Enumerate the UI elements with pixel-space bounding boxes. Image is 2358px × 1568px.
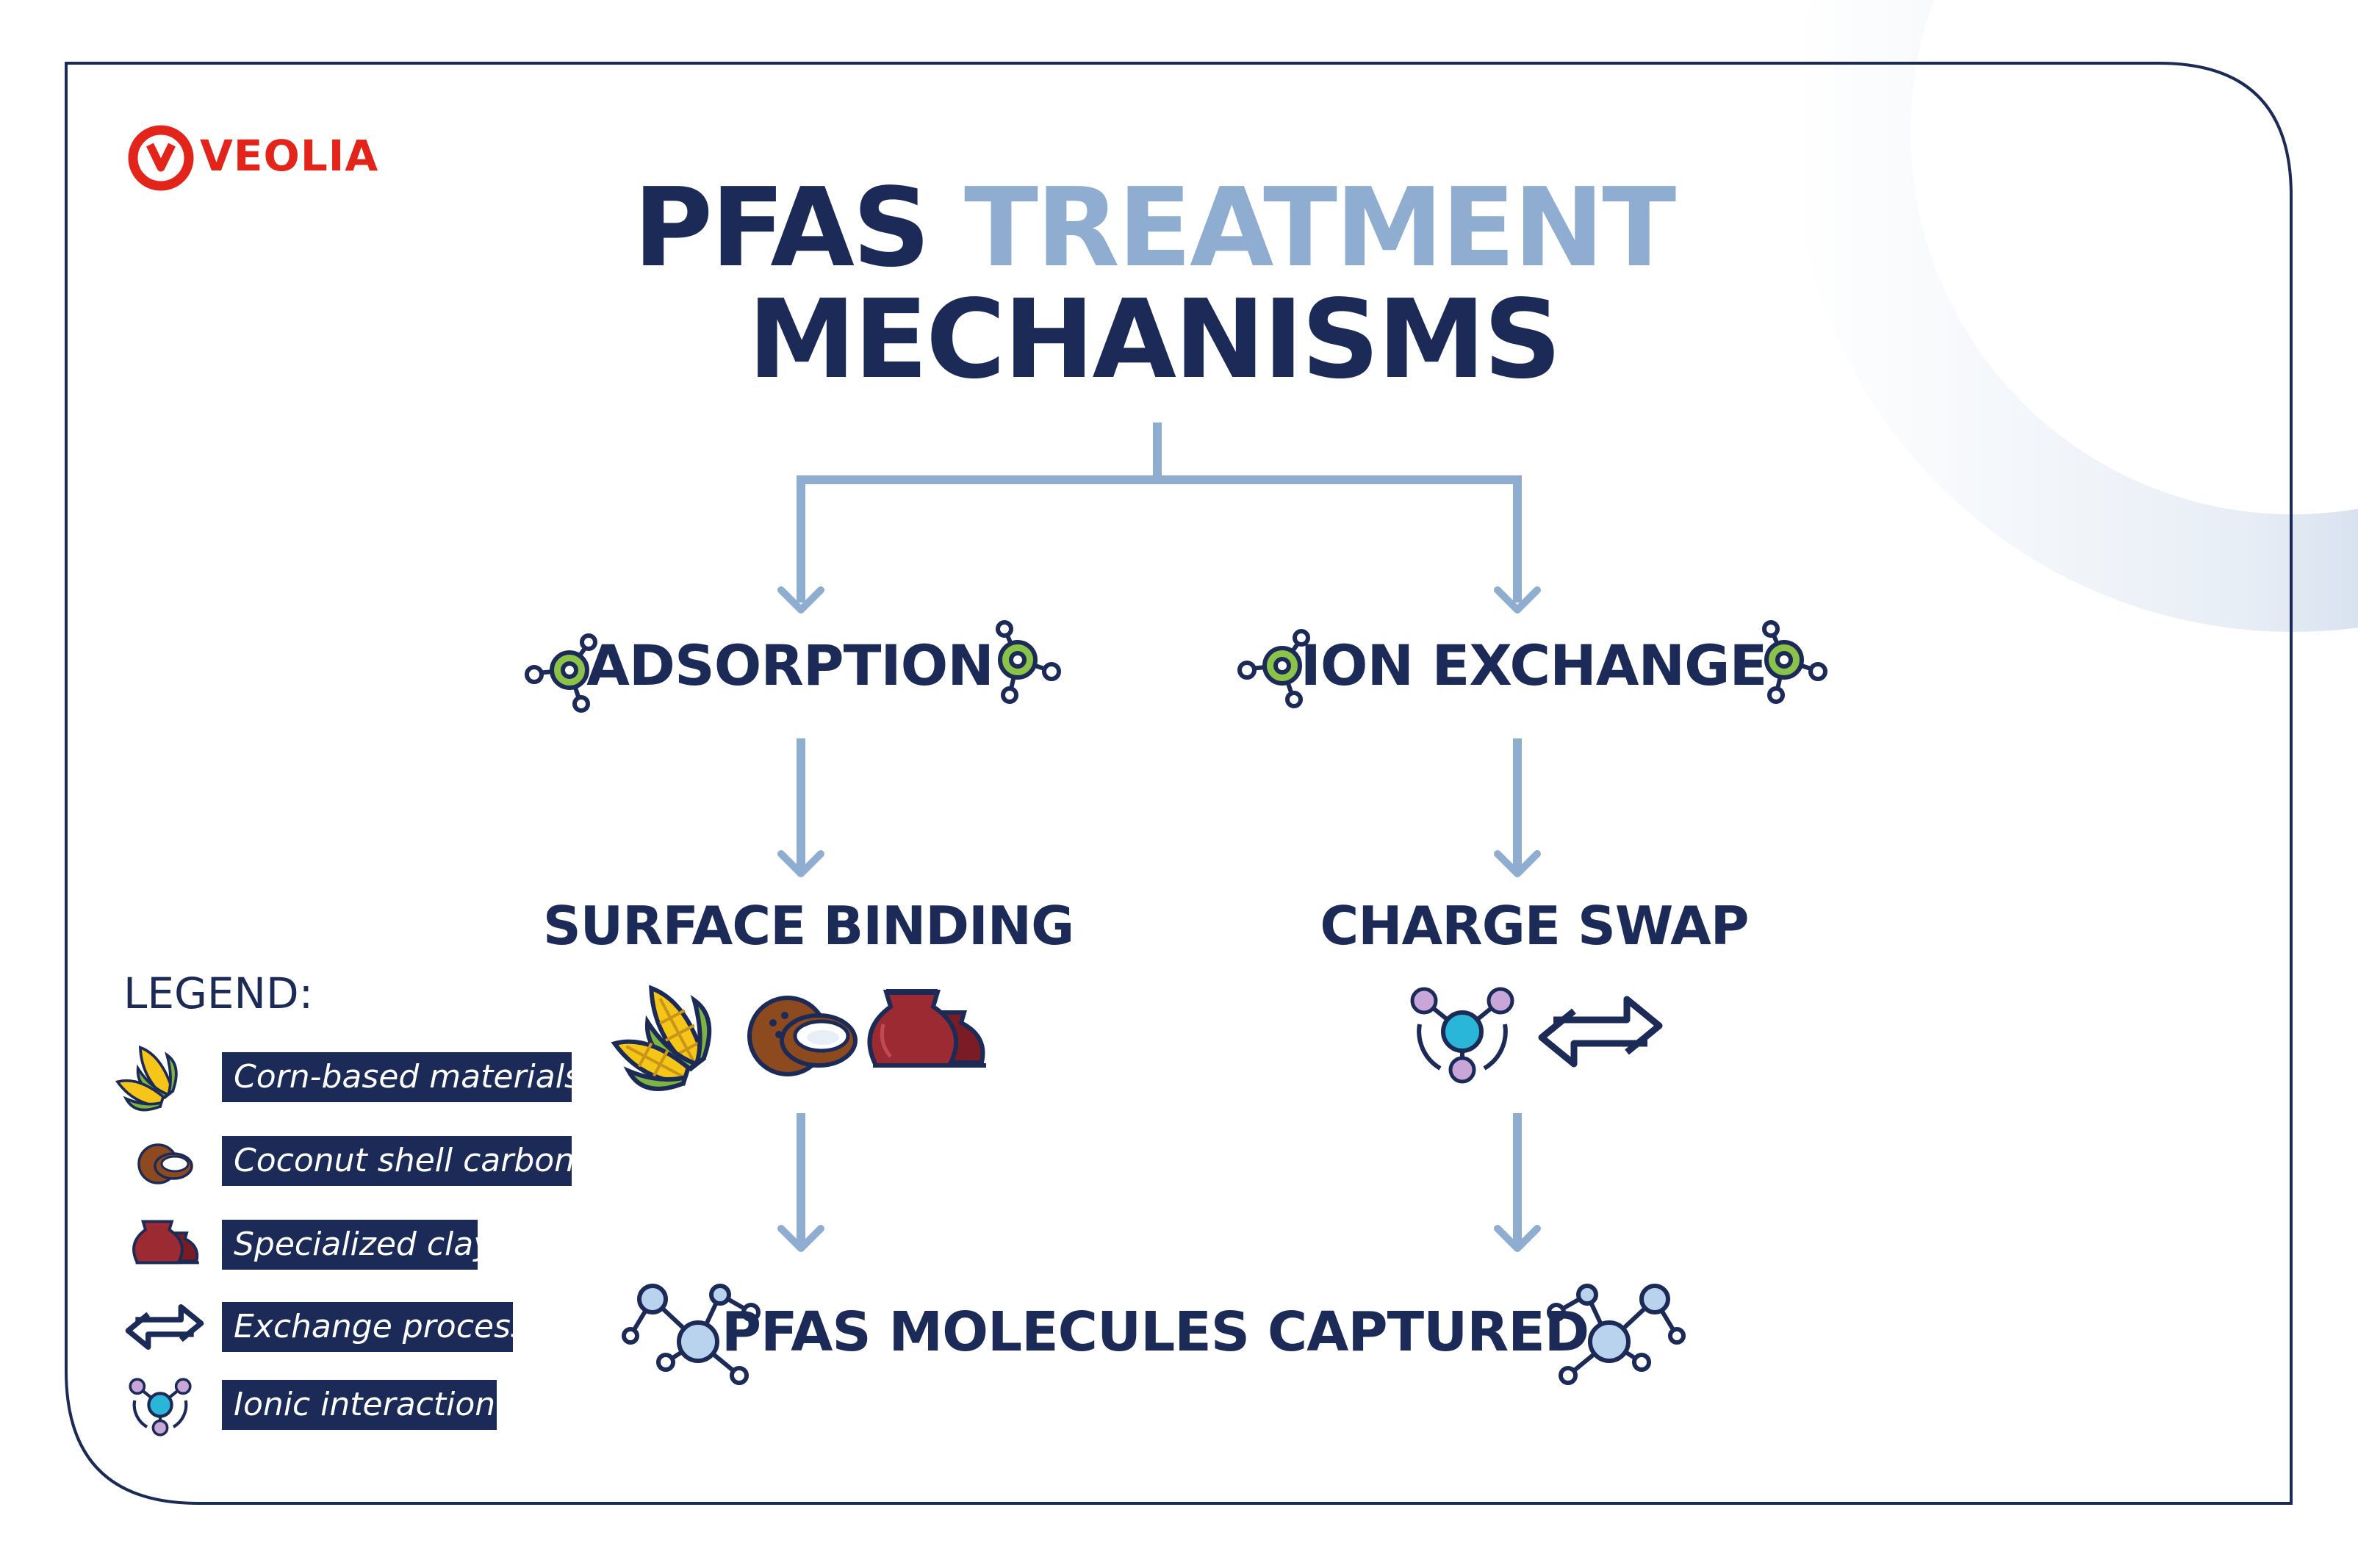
coconut-icon (747, 996, 858, 1076)
legend-corn-icon (115, 1045, 178, 1112)
exchange-arrows-icon (1538, 996, 1663, 1068)
outcome-label: PFAS MOLECULES CAPTURED (721, 1301, 1589, 1364)
page-title-line2: MECHANISMS (747, 276, 1562, 403)
ion-exchange-label: ION EXCHANGE (1300, 633, 1768, 698)
legend-label-corn: Corn-based materials (222, 1052, 581, 1102)
clay-pot-icon (867, 989, 986, 1068)
corn-icon (611, 985, 712, 1091)
arrow-to-ion-exchange (1494, 586, 1541, 614)
veolia-logo-icon (128, 125, 194, 191)
legend-coconut-icon (137, 1143, 193, 1184)
ionic-molecule-icon (1410, 987, 1514, 1084)
arrows (777, 586, 1541, 1252)
legend-label-clay: Specialized clay (222, 1220, 492, 1270)
adsorption-label: ADSORPTION (586, 633, 994, 698)
arrow-left-to-captured (777, 1113, 824, 1252)
molecule-icon (525, 633, 597, 713)
molecule-icon (1762, 620, 1827, 704)
legend-ionic-molecule-icon (129, 1378, 192, 1436)
molecule-icon (996, 620, 1061, 704)
legend-label-ionic: Ionic interaction (222, 1380, 497, 1430)
legend-clay-pot-icon (132, 1220, 199, 1265)
molecule-icon (1237, 629, 1310, 708)
legend-exchange-arrows-icon (125, 1303, 204, 1351)
page-title-line1: PFAS TREATMENT (0, 173, 2307, 282)
content-frame (65, 62, 2293, 1505)
title-part1: PFAS (633, 165, 965, 291)
surface-binding-label: SURFACE BINDING (542, 895, 1074, 957)
legend-title: LEGEND: (123, 968, 314, 1018)
legend-label-coconut: Coconut shell carbon (222, 1136, 575, 1186)
brand-logo-text: VEOLIA (200, 131, 379, 181)
arrow-to-surface-binding (777, 738, 824, 877)
arrow-right-to-captured (1494, 1113, 1541, 1252)
flow-connectors (797, 422, 1522, 603)
arrow-to-charge-swap (1494, 738, 1541, 877)
charge-swap-label: CHARGE SWAP (1320, 895, 1749, 957)
molecule-cluster-icon (622, 1284, 761, 1385)
title-accent: TREATMENT (964, 165, 1676, 291)
arrow-to-adsorption (777, 586, 824, 614)
legend-label-exchange: Exchange process (222, 1302, 528, 1352)
molecule-cluster-icon (1547, 1284, 1686, 1385)
decorative-ring (1793, 0, 2358, 632)
